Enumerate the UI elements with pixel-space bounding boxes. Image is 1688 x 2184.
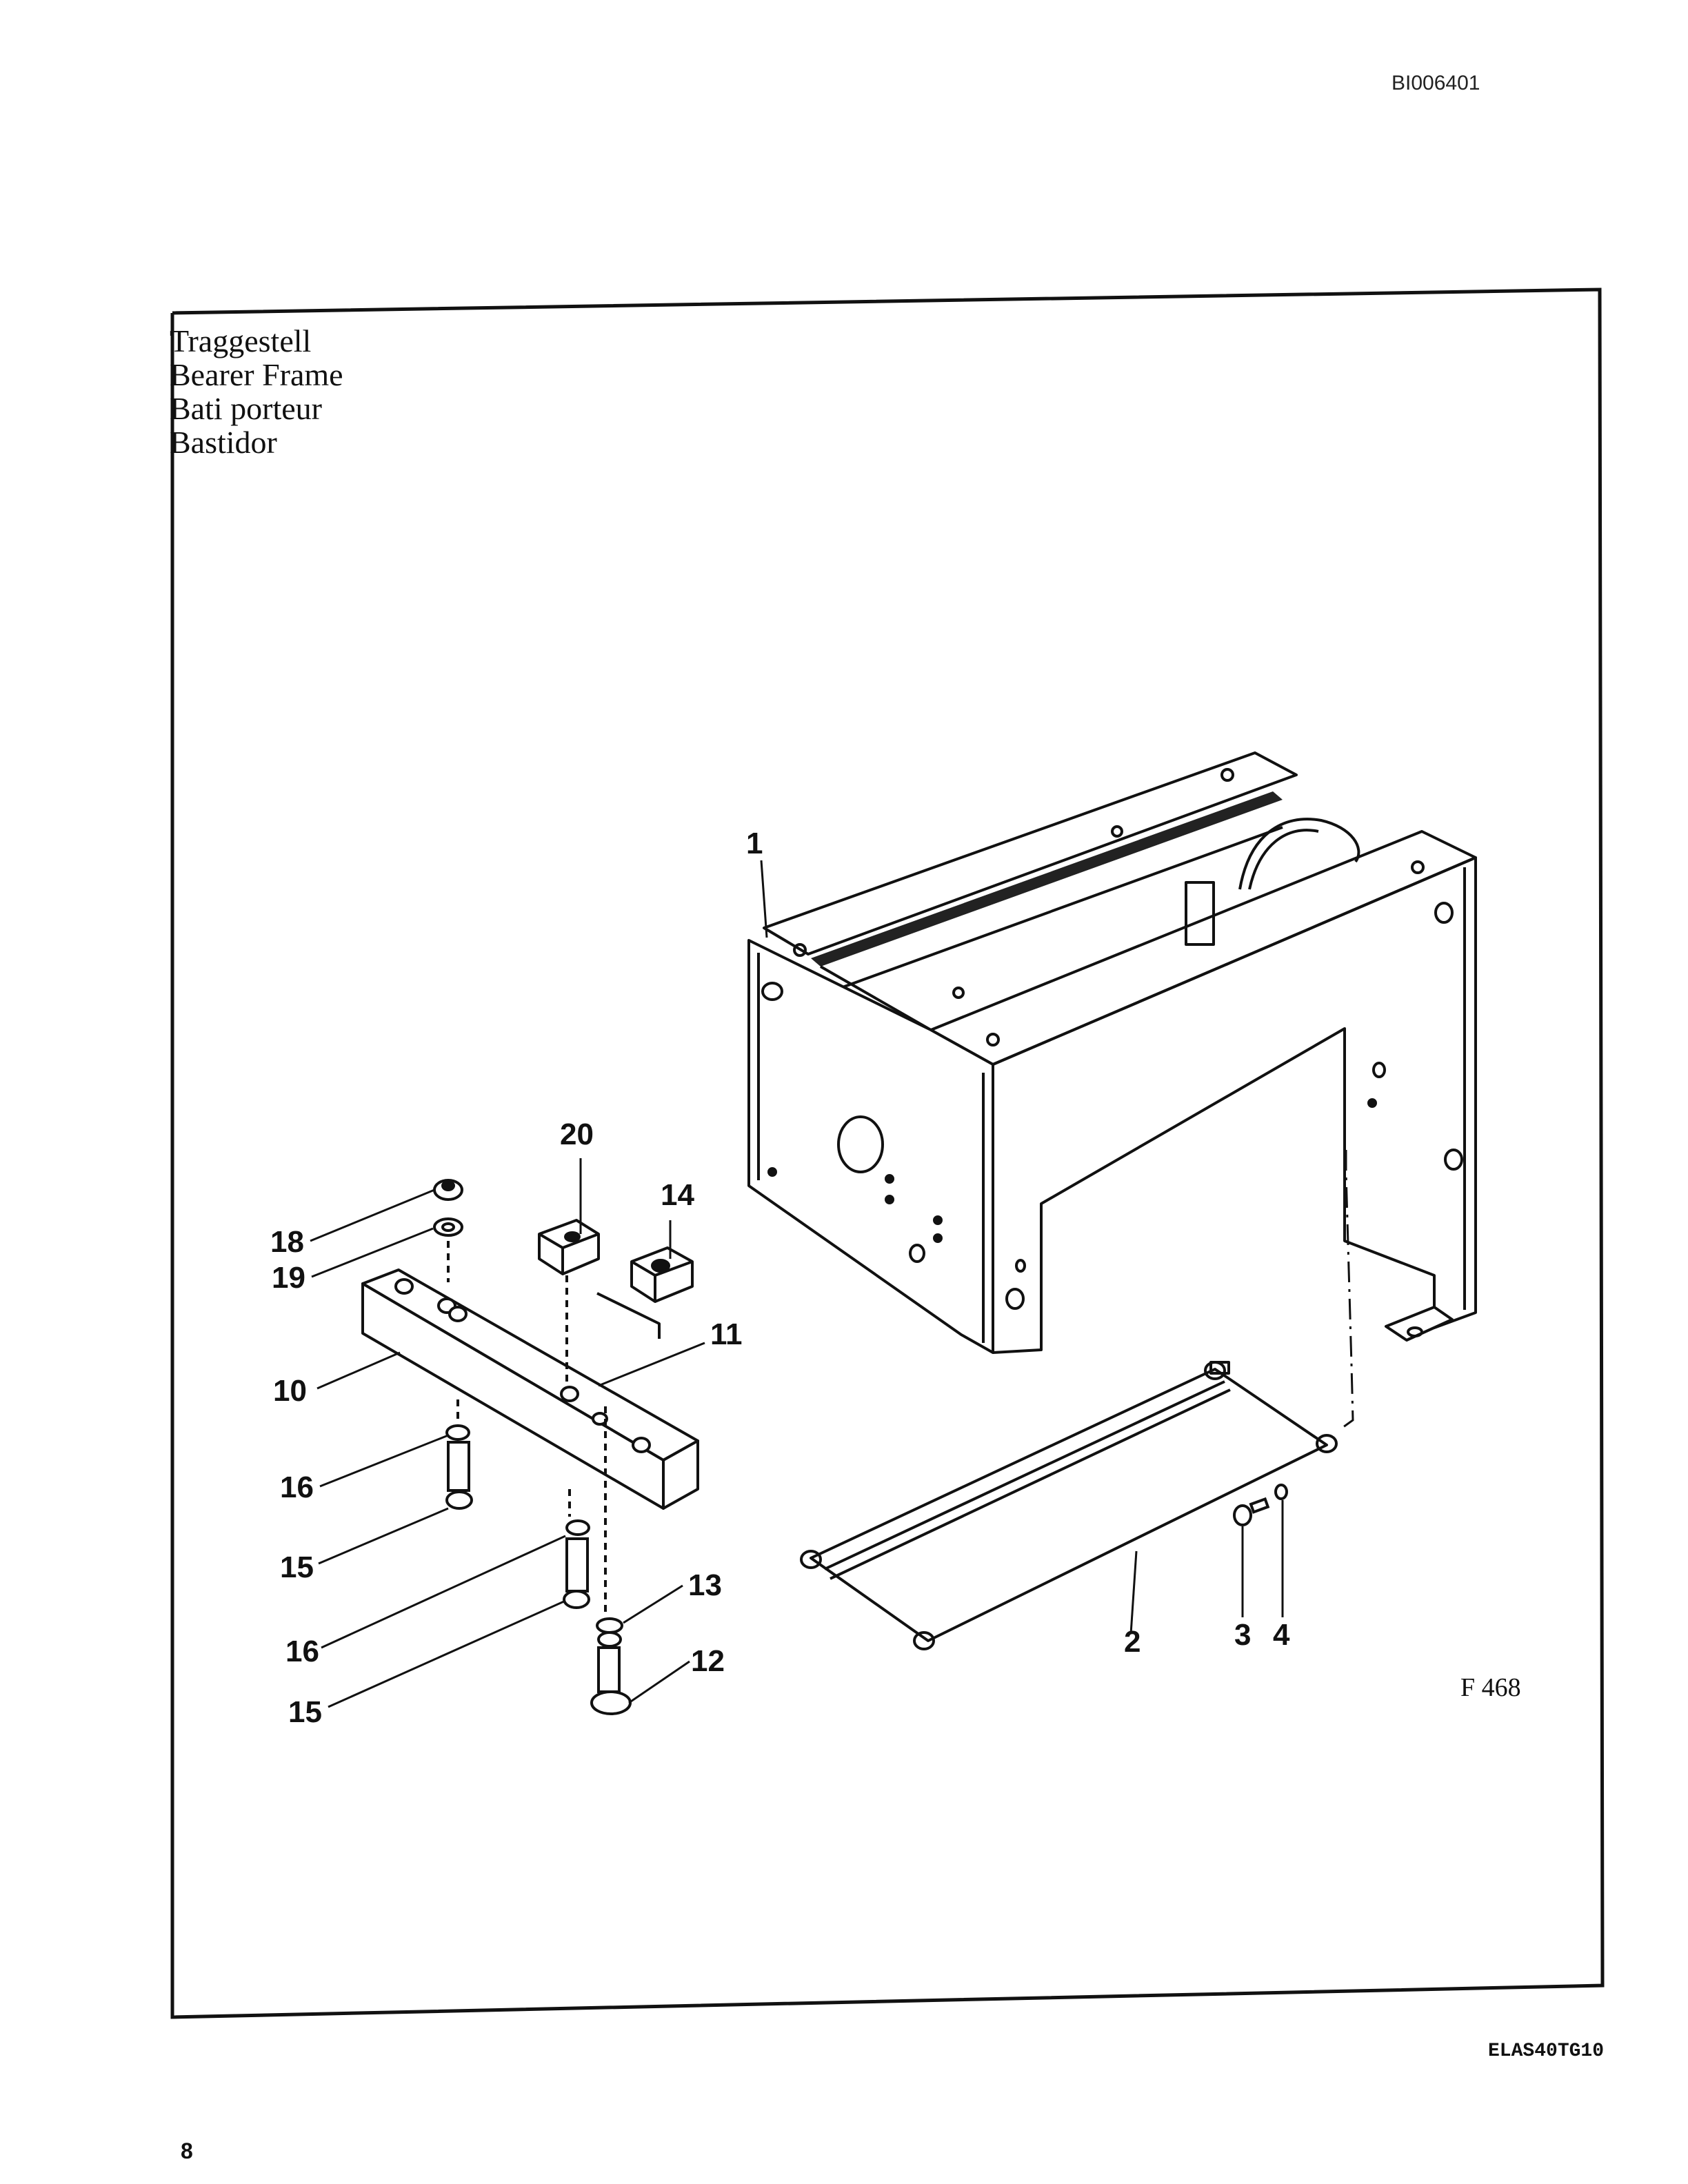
callout-19: 19 xyxy=(272,1261,305,1295)
callout-16-upper: 16 xyxy=(280,1470,314,1504)
clamp-parts xyxy=(538,1219,694,1386)
figure-border xyxy=(170,287,1605,2019)
title-french: Bati porteur xyxy=(170,391,322,426)
leader-lines xyxy=(310,860,1284,1708)
callout-18: 18 xyxy=(270,1225,304,1259)
figure-code: F 468 xyxy=(1460,1673,1521,1702)
multilingual-title: Traggestell Bearer Frame Bati porteur Ba… xyxy=(170,324,343,459)
callout-15-upper: 15 xyxy=(280,1550,314,1584)
callout-14: 14 xyxy=(661,1178,694,1212)
title-german: Traggestell xyxy=(170,323,312,358)
callout-11: 11 xyxy=(710,1317,743,1351)
title-spanish: Bastidor xyxy=(170,425,277,460)
bolt-parts xyxy=(445,1399,632,1715)
support-bar-part xyxy=(361,1268,699,1510)
callout-3: 3 xyxy=(1234,1618,1251,1652)
callout-20: 20 xyxy=(560,1118,594,1151)
callout-4: 4 xyxy=(1273,1618,1290,1652)
page-number: 8 xyxy=(181,2138,193,2163)
reference-code: ELAS40TG10 xyxy=(1488,2041,1605,2062)
assembly-line xyxy=(1343,1150,1354,1428)
document-id: BI006401 xyxy=(1391,72,1480,94)
title-english: Bearer Frame xyxy=(170,357,343,392)
screw-and-washer-parts xyxy=(1233,1484,1288,1526)
cover-plate-part xyxy=(800,1361,1338,1650)
callout-2: 2 xyxy=(1124,1625,1141,1659)
bearer-frame-part xyxy=(747,751,1477,1354)
callout-10: 10 xyxy=(273,1374,307,1408)
callout-13: 13 xyxy=(688,1568,722,1602)
callout-15-lower: 15 xyxy=(288,1695,322,1729)
nut-washer-parts xyxy=(433,1179,463,1282)
callout-16-lower: 16 xyxy=(285,1635,319,1668)
callout-12: 12 xyxy=(691,1644,725,1678)
callout-1: 1 xyxy=(746,827,763,860)
